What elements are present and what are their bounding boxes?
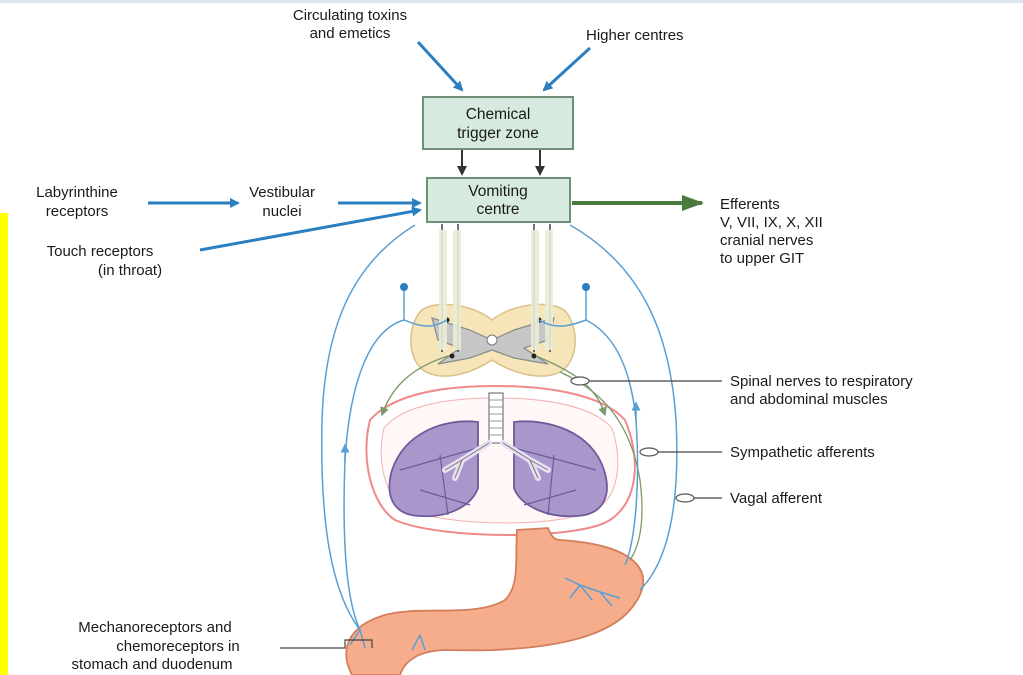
svg-text:Circulating toxins: Circulating toxins bbox=[293, 7, 407, 24]
ctz-label-line1: Chemical bbox=[466, 106, 531, 123]
vomiting-centre-box: Vomiting centre bbox=[427, 178, 570, 222]
svg-text:cranial nerves: cranial nerves bbox=[720, 232, 813, 249]
label-sympathetic-afferents: Sympathetic afferents bbox=[730, 444, 875, 461]
svg-text:nuclei: nuclei bbox=[262, 203, 301, 220]
chemical-trigger-zone-box: Chemical trigger zone bbox=[423, 97, 573, 149]
svg-text:and emetics: and emetics bbox=[310, 25, 391, 42]
higher-centres-arrow bbox=[544, 48, 590, 90]
label-higher-centres: Higher centres bbox=[586, 27, 684, 44]
touch-arrow bbox=[200, 210, 420, 250]
svg-text:(in throat): (in throat) bbox=[98, 262, 162, 279]
label-vestibular-nuclei: Vestibular nuclei bbox=[249, 184, 315, 220]
svg-text:to upper GIT: to upper GIT bbox=[720, 250, 804, 267]
label-touch-receptors: Touch receptors (in throat) bbox=[47, 243, 162, 279]
label-labyrinthine-receptors: Labyrinthine receptors bbox=[36, 184, 118, 220]
svg-text:Mechanoreceptors and: Mechanoreceptors and bbox=[78, 619, 231, 636]
label-efferents: Efferents V, VII, IX, X, XII cranial ner… bbox=[720, 196, 823, 267]
stomach bbox=[346, 528, 643, 675]
svg-text:V, VII, IX, X, XII: V, VII, IX, X, XII bbox=[720, 214, 823, 231]
svg-text:Vestibular: Vestibular bbox=[249, 184, 315, 201]
svg-text:Efferents: Efferents bbox=[720, 196, 780, 213]
vc-label-line2: centre bbox=[476, 201, 519, 218]
label-vagal-afferent: Vagal afferent bbox=[730, 490, 823, 507]
svg-text:Spinal nerves to respiratory: Spinal nerves to respiratory bbox=[730, 373, 913, 390]
svg-text:and abdominal muscles: and abdominal muscles bbox=[730, 391, 888, 408]
svg-text:Touch receptors: Touch receptors bbox=[47, 243, 154, 260]
label-circulating-toxins: Circulating toxins and emetics bbox=[293, 7, 407, 42]
svg-text:receptors: receptors bbox=[46, 203, 109, 220]
dorsal-root-ganglia bbox=[400, 283, 590, 291]
svg-text:chemoreceptors in: chemoreceptors in bbox=[116, 638, 239, 655]
svg-text:Labyrinthine: Labyrinthine bbox=[36, 184, 118, 201]
label-spinal-nerves: Spinal nerves to respiratory and abdomin… bbox=[730, 373, 913, 408]
label-mechanoreceptors: Mechanoreceptors and chemoreceptors in s… bbox=[72, 619, 240, 673]
toxins-arrow bbox=[418, 42, 462, 90]
ctz-to-vc-arrows bbox=[462, 150, 540, 174]
ctz-label-line2: trigger zone bbox=[457, 125, 539, 142]
svg-text:stomach and duodenum: stomach and duodenum bbox=[72, 656, 233, 673]
vc-label-line1: Vomiting bbox=[468, 183, 527, 200]
